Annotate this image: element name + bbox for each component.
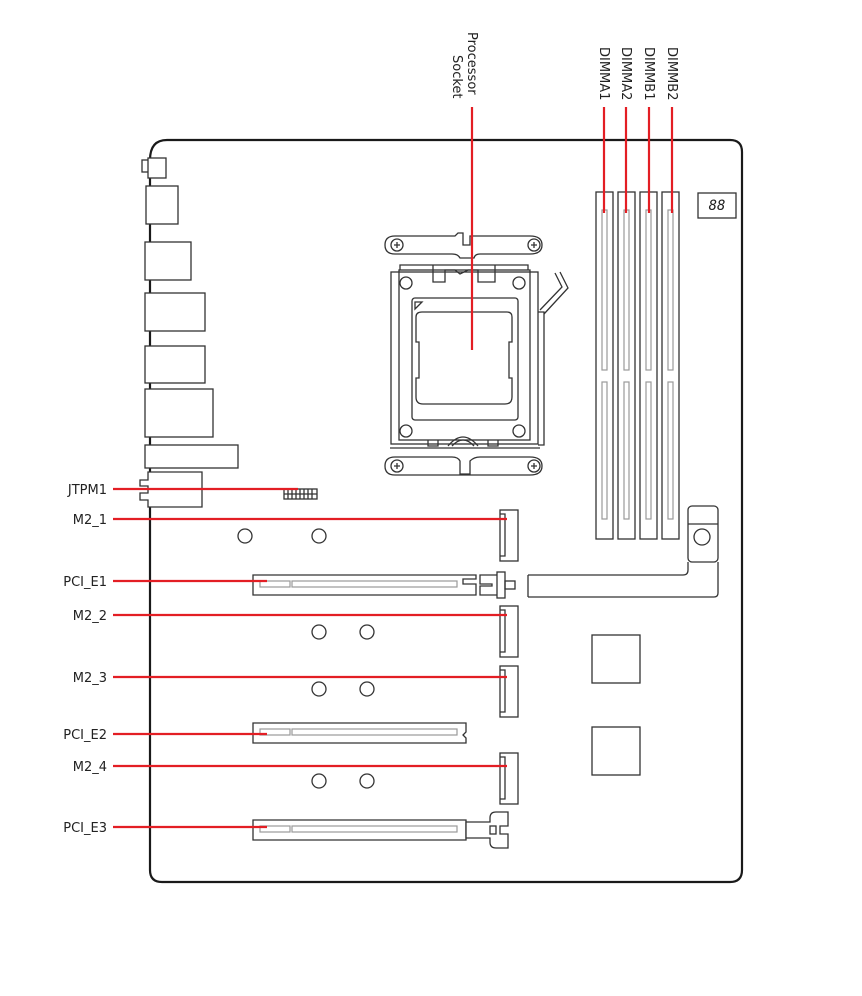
label-dimmb2: DIMMB2 <box>664 47 679 100</box>
label-dimma2: DIMMA2 <box>618 47 633 100</box>
label-processor-socket-line1: Processor <box>464 32 479 95</box>
dimm-slot-b2 <box>661 191 680 540</box>
m2-connectors <box>499 509 519 805</box>
label-dimmb1: DIMMB1 <box>641 47 656 100</box>
dimm-slots <box>595 191 680 540</box>
label-pci-e3: PCI_E3 <box>63 821 107 836</box>
label-m2-2: M2_2 <box>73 609 107 624</box>
left-leader-lines <box>113 487 507 829</box>
board-outline <box>148 138 744 884</box>
label-m2-4: M2_4 <box>73 760 107 775</box>
dimm-slot-a1 <box>595 191 614 540</box>
label-pci-e2: PCI_E2 <box>63 728 107 743</box>
m2-4-connector <box>499 752 519 805</box>
debug-led-value: 88 <box>709 198 726 214</box>
top-leader-lines <box>470 107 674 350</box>
label-m2-1: M2_1 <box>73 513 107 528</box>
dimm-slot-a2 <box>617 191 636 540</box>
processor-socket <box>384 232 569 476</box>
cpu-power-bracket <box>527 505 719 598</box>
label-processor-socket-line2: Socket <box>449 55 464 99</box>
pcie-slot-1 <box>252 571 516 599</box>
label-jtpm1: JTPM1 <box>67 483 107 498</box>
left-labels: JTPM1 M2_1 PCI_E1 M2_2 M2_3 PCI_E2 M2_4 … <box>63 483 107 836</box>
mounting-holes <box>237 528 375 789</box>
debug-led-display: 88 <box>697 192 737 219</box>
pcie-slot-3 <box>252 811 509 849</box>
m2-1-connector <box>499 509 519 562</box>
top-labels: Processor Socket DIMMA1 DIMMA2 DIMMB1 DI… <box>449 32 679 100</box>
pcie-slot-2 <box>252 722 467 744</box>
label-dimma1: DIMMA1 <box>596 47 611 100</box>
chipset-square-2 <box>591 726 641 776</box>
m2-2-connector <box>499 605 519 658</box>
label-m2-3: M2_3 <box>73 671 107 686</box>
rear-io-panel <box>139 157 239 508</box>
dimm-slot-b1 <box>639 191 658 540</box>
jtpm1-header <box>283 488 318 500</box>
m2-3-connector <box>499 665 519 718</box>
chipset-square-1 <box>591 634 641 684</box>
label-pci-e1: PCI_E1 <box>63 575 107 590</box>
